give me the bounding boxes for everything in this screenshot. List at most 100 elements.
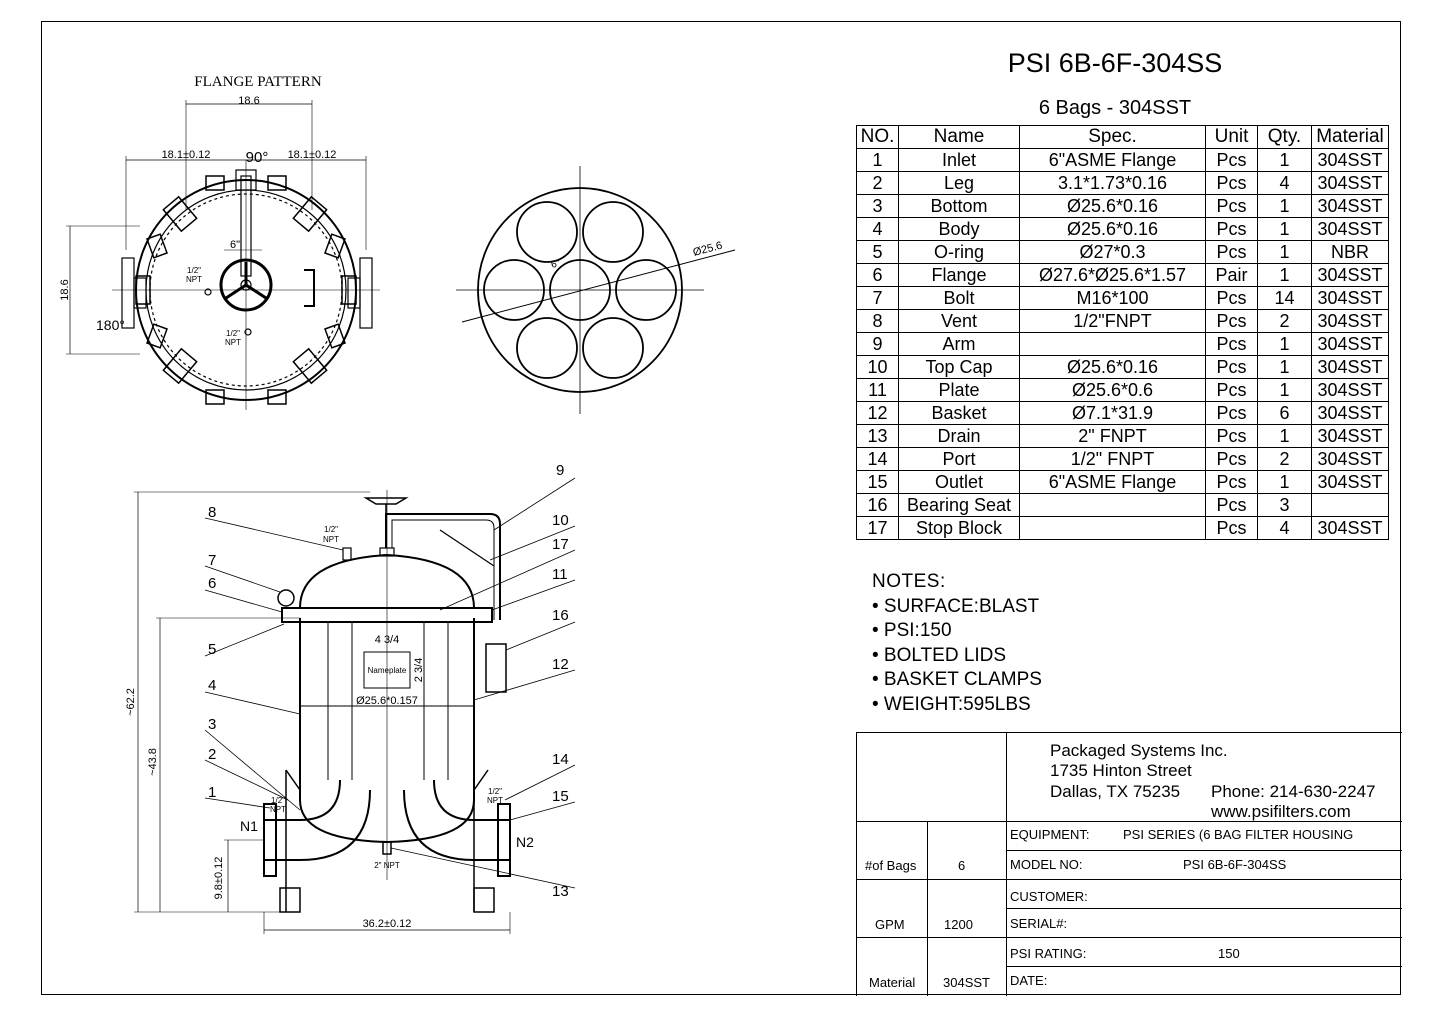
bom-row-cell: 11 <box>856 378 899 402</box>
callout-17: 17 <box>552 536 569 553</box>
bom-row-cell: Outlet <box>898 470 1020 494</box>
bom-row-cell: Pcs <box>1205 493 1258 517</box>
dim-18-6-top: 18.6 <box>238 95 259 107</box>
dim-36-2: 36.2±0.12 <box>363 918 412 930</box>
dim-62-2: ~62.2 <box>125 688 137 716</box>
note-item: • PSI:150 <box>872 620 952 641</box>
bom-row-cell: Inlet <box>898 148 1020 172</box>
bom-row-cell: Ø25.6*0.16 <box>1019 194 1206 218</box>
bom-row-cell: Basket <box>898 401 1020 425</box>
bom-row-cell: 1 <box>1257 148 1312 172</box>
body-diameter: Ø25.6*0.157 <box>356 695 418 707</box>
bom-row-cell: Pcs <box>1205 516 1258 540</box>
drawing-sheet <box>41 21 1401 995</box>
bom-row-cell: 1 <box>1257 424 1312 448</box>
bom-row-cell: Ø25.6*0.16 <box>1019 355 1206 379</box>
callout-5: 5 <box>208 641 216 658</box>
bom-row-cell: Pcs <box>1205 447 1258 471</box>
bom-row-cell: Pcs <box>1205 148 1258 172</box>
equipment-value: PSI SERIES (6 BAG FILTER HOUSING <box>1123 827 1354 842</box>
plate-view <box>456 166 736 414</box>
bom-row-cell: 1 <box>1257 217 1312 241</box>
angle-180: 180° <box>96 317 125 333</box>
bom-row-cell: 304SST <box>1311 516 1389 540</box>
bom-row-cell: 1 <box>856 148 899 172</box>
company-website: www.psifilters.com <box>1211 802 1351 821</box>
nozzle-n2: N2 <box>516 834 534 850</box>
bom-row-cell <box>1019 332 1206 356</box>
bom-row-cell: Pcs <box>1205 424 1258 448</box>
bom-row-cell: 6 <box>1257 401 1312 425</box>
bom-row-cell <box>1019 493 1206 517</box>
side-view <box>134 477 576 934</box>
callout-16: 16 <box>552 607 569 624</box>
bom-row-cell: 2 <box>1257 309 1312 333</box>
bom-row-cell: Flange <box>898 263 1020 287</box>
flange-pattern-view <box>66 100 380 410</box>
bom-row-cell: Pcs <box>1205 217 1258 241</box>
notes-title: NOTES: <box>872 571 946 592</box>
bom-row-cell: 16 <box>856 493 899 517</box>
bom-row-cell: Pcs <box>1205 355 1258 379</box>
bom-row-cell: Pcs <box>1205 378 1258 402</box>
dim-43-8: ~43.8 <box>147 748 159 776</box>
bom-row-cell: 304SST <box>1311 148 1389 172</box>
psi-rating-label: PSI RATING: <box>1010 946 1087 961</box>
label-6in: 6" <box>230 239 240 251</box>
bom-row-cell: 304SST <box>1311 332 1389 356</box>
bom-row-cell: 12 <box>856 401 899 425</box>
company-phone: Phone: 214-630-2247 <box>1211 782 1376 801</box>
bom-row-cell: 1 <box>1257 263 1312 287</box>
bom-row-cell: 304SST <box>1311 309 1389 333</box>
dim-4-3-4: 4 3/4 <box>375 634 399 646</box>
bom-row-cell: Bottom <box>898 194 1020 218</box>
bom-header-row-cell: Name <box>898 125 1020 149</box>
bom-row-cell: 13 <box>856 424 899 448</box>
plate-diameter: Ø25.6 <box>692 240 724 259</box>
bom-row-cell: Vent <box>898 309 1020 333</box>
bom-row-cell: Pcs <box>1205 240 1258 264</box>
bom-row-cell: 5 <box>856 240 899 264</box>
bom-header-row-cell: Material <box>1311 125 1389 149</box>
bom-row-cell: 15 <box>856 470 899 494</box>
npt-a: NPT <box>186 275 202 284</box>
bom-row-cell: O-ring <box>898 240 1020 264</box>
flange-pattern-title: FLANGE PATTERN <box>194 74 322 90</box>
plate-6in: 6" <box>550 258 562 271</box>
bom-row-cell: Drain <box>898 424 1020 448</box>
bom-row-cell: 10 <box>856 355 899 379</box>
note-item: • SURFACE:BLAST <box>872 595 1040 617</box>
bom-row-cell: 304SST <box>1311 286 1389 310</box>
bom-row-cell <box>1311 493 1389 517</box>
bom-row-cell: 6"ASME Flange <box>1019 470 1206 494</box>
bom-row-cell: 304SST <box>1311 424 1389 448</box>
psi-rating-value: 150 <box>1218 946 1240 961</box>
bom-header-row-cell: NO. <box>856 125 899 149</box>
dim-18-1-right: 18.1±0.12 <box>288 149 337 161</box>
npt-half-a: 1/2" <box>187 266 201 275</box>
bom-row-cell: 304SST <box>1311 447 1389 471</box>
npt-half-b: 1/2" <box>226 329 240 338</box>
bom-row-cell <box>1019 516 1206 540</box>
bom-row-cell: Ø25.6*0.16 <box>1019 217 1206 241</box>
note-item: • BASKET CLAMPS <box>872 669 1042 690</box>
bom-row-cell: Ø27*0.3 <box>1019 240 1206 264</box>
material-value: 304SST <box>943 975 990 990</box>
bom-row-cell: 1 <box>1257 355 1312 379</box>
callout-11: 11 <box>552 566 568 583</box>
bom-row-cell: 1 <box>1257 378 1312 402</box>
bom-header-row-cell: Spec. <box>1019 125 1206 149</box>
company-city: Dallas, TX 75235 <box>1050 782 1181 801</box>
bom-row-cell: Ø7.1*31.9 <box>1019 401 1206 425</box>
bom-row-cell: Leg <box>898 171 1020 195</box>
